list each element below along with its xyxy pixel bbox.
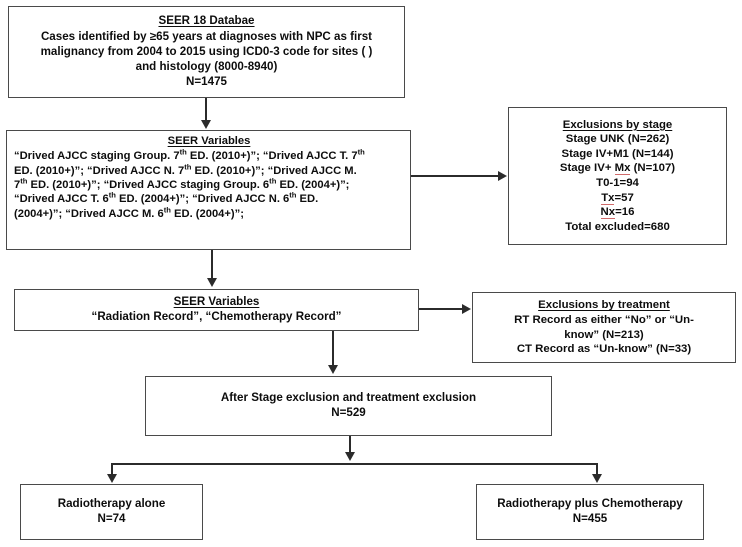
exclusions-stage-row-unk: Stage UNK (N=262) bbox=[565, 133, 670, 146]
seer-staging-header: SEER Variables bbox=[167, 135, 251, 147]
box-seer-database: SEER 18 Databae Cases identified by ≥65 … bbox=[8, 6, 405, 98]
seer-staging-line-3: 7th ED. (2010+)”; “Drived AJCC staging G… bbox=[14, 176, 350, 191]
seer-staging-line-1: “Drived AJCC staging Group. 7th ED. (201… bbox=[14, 147, 365, 163]
connector-treatment-to-after-line bbox=[332, 331, 334, 367]
rt-chemo-label: Radiotherapy plus Chemotherapy bbox=[497, 497, 683, 511]
connector-treatment-to-after-arrow bbox=[328, 365, 338, 374]
seer-staging-line-4: “Drived AJCC T. 6th ED. (2004+)”; “Drive… bbox=[14, 190, 319, 206]
box-exclusions-by-treatment: Exclusions by treatment RT Record as eit… bbox=[472, 292, 736, 363]
box-exclusions-by-stage: Exclusions by stage Stage UNK (N=262) St… bbox=[508, 107, 727, 245]
exclusions-treatment-header: Exclusions by treatment bbox=[538, 299, 670, 312]
database-line-1: Cases identified by ≥65 years at diagnos… bbox=[40, 30, 373, 44]
box-radiotherapy-plus-chemotherapy: Radiotherapy plus Chemotherapy N=455 bbox=[476, 484, 704, 540]
box-after-exclusion: After Stage exclusion and treatment excl… bbox=[145, 376, 552, 436]
exclusions-stage-row-t01: T0-1=94 bbox=[596, 177, 639, 189]
after-exclusion-line-1: After Stage exclusion and treatment excl… bbox=[220, 391, 477, 405]
seer-staging-line-5: (2004+)”; “Drived AJCC M. 6th ED. (2004+… bbox=[14, 204, 244, 220]
connector-staging-to-treatment-arrow bbox=[207, 278, 217, 287]
spellcheck-tx: Tx bbox=[601, 191, 615, 205]
box-seer-variables-treatment: SEER Variables “Radiation Record”, “Chem… bbox=[14, 289, 419, 331]
connector-split-right-arrow bbox=[592, 474, 602, 483]
exclusions-treatment-line-2: know” (N=213) bbox=[564, 328, 644, 341]
database-header: SEER 18 Databae bbox=[158, 14, 255, 28]
database-line-3: and histology (8000-8940) bbox=[135, 59, 278, 73]
seer-staging-line-2: ED. (2010+)”; “Drived AJCC N. 7th ED. (2… bbox=[14, 161, 357, 177]
exclusions-stage-row-mx: Stage IV+ Mx (N=107) bbox=[559, 162, 676, 176]
seer-treatment-line-1: “Radiation Record”, “Chemotherapy Record… bbox=[91, 310, 342, 323]
exclusions-stage-row-m1: Stage IV+M1 (N=144) bbox=[561, 147, 674, 160]
connector-split-bar bbox=[111, 463, 598, 465]
box-radiotherapy-alone: Radiotherapy alone N=74 bbox=[20, 484, 203, 540]
connector-split-stem bbox=[349, 436, 351, 456]
database-line-2: malignancy from 2004 to 2015 using ICD0-… bbox=[40, 45, 373, 59]
exclusions-treatment-line-3: CT Record as “Un-know” (N=33) bbox=[516, 343, 692, 356]
exclusions-stage-row-tx: Tx=57 bbox=[601, 191, 634, 205]
rt-alone-label: Radiotherapy alone bbox=[57, 497, 166, 511]
connector-staging-to-exclusions-arrow bbox=[498, 171, 507, 181]
seer-treatment-header: SEER Variables bbox=[173, 295, 260, 309]
exclusions-treatment-line-1: RT Record as either “No” or “Un- bbox=[514, 313, 694, 326]
exclusions-stage-row-nx: Nx=16 bbox=[600, 206, 635, 220]
connector-staging-to-exclusions-line bbox=[411, 175, 499, 177]
connector-split-stem-arrow bbox=[345, 452, 355, 461]
connector-split-left-drop bbox=[111, 463, 113, 477]
connector-database-to-staging-line bbox=[205, 98, 207, 122]
connector-treatment-to-exclusions-line bbox=[419, 308, 464, 310]
rt-alone-count: N=74 bbox=[97, 512, 126, 525]
exclusions-stage-total: Total excluded=680 bbox=[565, 220, 670, 233]
spellcheck-mx: Mx bbox=[614, 162, 631, 176]
connector-treatment-to-exclusions-arrow bbox=[462, 304, 471, 314]
after-exclusion-count: N=529 bbox=[331, 406, 366, 419]
database-count: N=1475 bbox=[186, 74, 227, 88]
connector-database-to-staging-arrow bbox=[201, 120, 211, 129]
connector-staging-to-treatment-line bbox=[211, 250, 213, 280]
rt-chemo-count: N=455 bbox=[572, 512, 608, 525]
connector-split-right-drop bbox=[596, 463, 598, 477]
spellcheck-nx: Nx bbox=[600, 206, 616, 220]
connector-split-left-arrow bbox=[107, 474, 117, 483]
box-seer-variables-staging: SEER Variables “Drived AJCC staging Grou… bbox=[6, 130, 411, 250]
exclusions-stage-header: Exclusions by stage bbox=[562, 118, 673, 131]
